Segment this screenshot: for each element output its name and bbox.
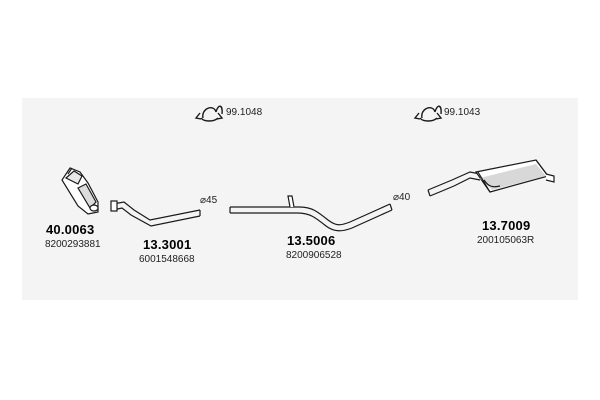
diameter-label: ⌀40 (393, 192, 411, 203)
rear-silencer-icon[interactable] (427, 159, 555, 197)
oem-number-label: 8200906528 (286, 250, 342, 261)
part-code-label: 13.3001 (143, 237, 192, 252)
exhaust-clamp-icon[interactable] (413, 105, 443, 122)
clamp-code-label: 99.1048 (226, 107, 263, 118)
catalytic-converter-icon[interactable] (61, 167, 99, 215)
oem-number-label: 8200293881 (45, 239, 101, 250)
part-code-label: 40.0063 (46, 222, 95, 237)
front-pipe-icon[interactable] (110, 200, 201, 227)
exhaust-clamp-icon[interactable] (194, 105, 224, 122)
oem-number-label: 200105063R (477, 235, 535, 246)
middle-pipe-icon[interactable] (229, 195, 393, 232)
clamp-code-label: 99.1043 (444, 107, 481, 118)
part-code-label: 13.7009 (482, 218, 531, 233)
oem-number-label: 6001548668 (139, 254, 195, 265)
part-code-label: 13.5006 (287, 233, 336, 248)
parts-band (22, 98, 578, 300)
diameter-label: ⌀45 (200, 195, 218, 206)
